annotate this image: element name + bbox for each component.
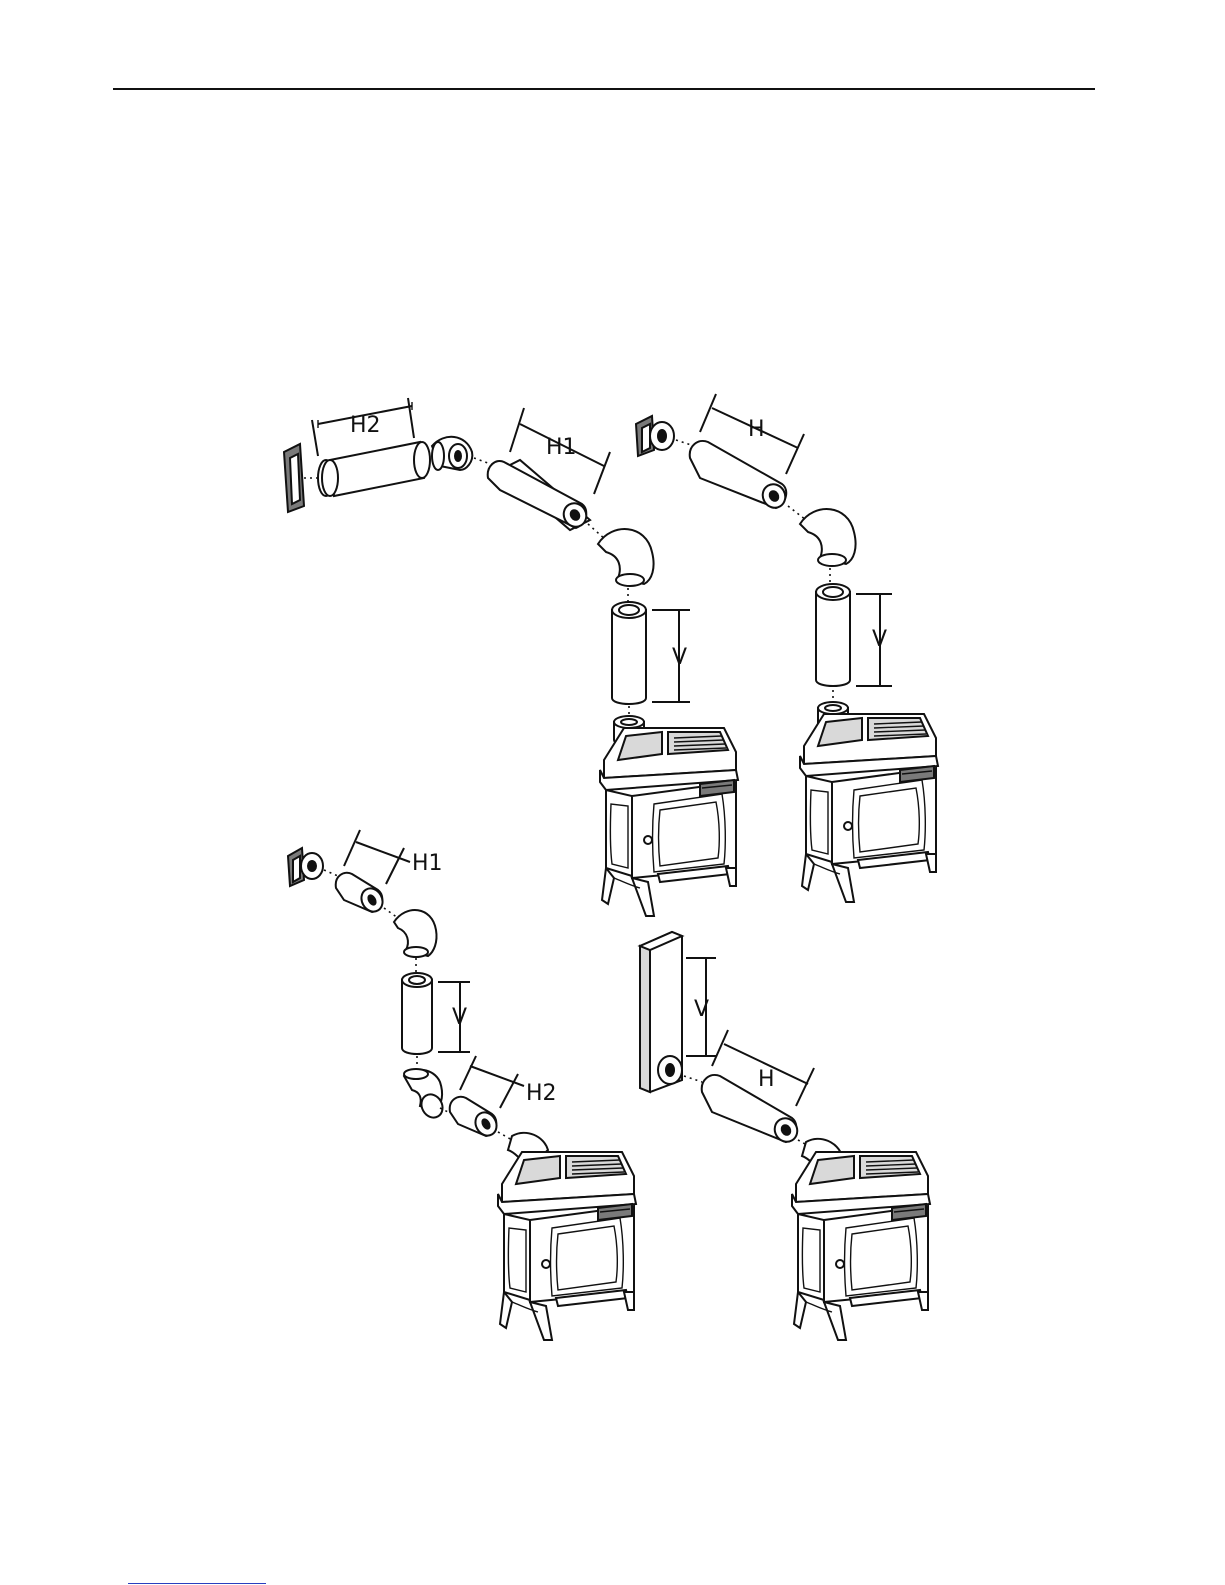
config-d-stove (792, 1152, 930, 1340)
config-a-h2-label: H2 (350, 413, 381, 438)
config-c-v-label: V (452, 1005, 467, 1030)
config-a-h1-label: H1 (546, 435, 577, 460)
config-d-stove-rear-snorkel: V H (640, 932, 930, 1340)
config-b-h-label: H (748, 417, 765, 442)
config-c-h2-label: H2 (526, 1081, 557, 1106)
config-d-v-label: V (694, 997, 709, 1022)
config-b-stove (800, 714, 938, 902)
config-c-h1-label: H1 (412, 851, 443, 876)
config-c-stove-top-dual-horizontal: H1 V H2 (288, 830, 636, 1340)
config-a-stove (600, 728, 738, 916)
config-c-stove (498, 1152, 636, 1340)
config-d-h-label: H (758, 1067, 775, 1092)
config-b-v-label: V (872, 627, 887, 652)
config-a-stove-rear-dual-horizontal: H2 H1 V (284, 398, 738, 916)
config-a-v-label: V (672, 645, 687, 670)
